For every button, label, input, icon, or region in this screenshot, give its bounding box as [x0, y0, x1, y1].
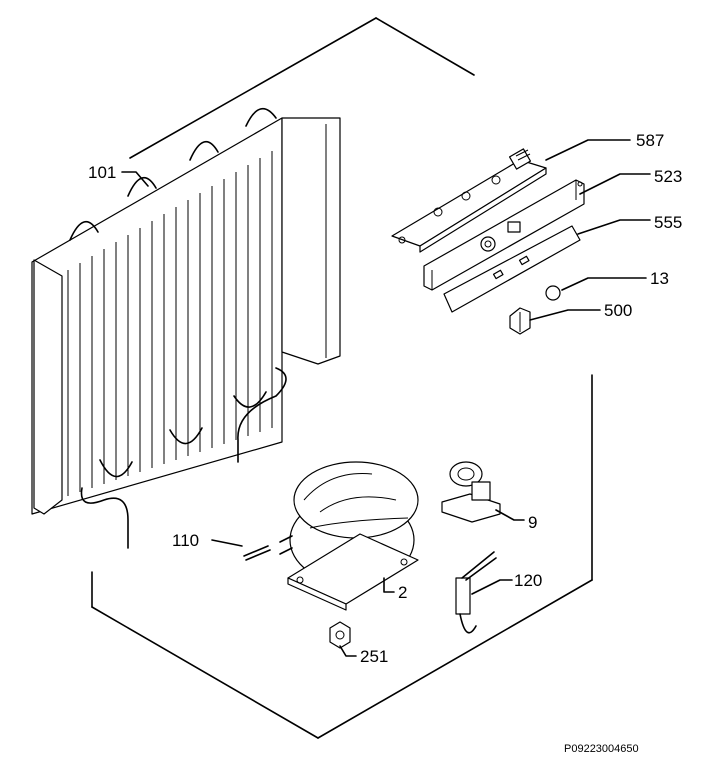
leader-9	[495, 509, 525, 521]
label-587: 587	[636, 131, 664, 150]
condenser-fins	[67, 151, 273, 496]
label-110: 110	[172, 531, 199, 550]
thermostat-bracket-587	[391, 148, 547, 253]
lamp-13	[545, 285, 561, 301]
lamp-holder-500	[509, 307, 531, 335]
leader-500	[529, 309, 601, 321]
label-2: 2	[398, 583, 407, 602]
leader-587	[545, 139, 631, 161]
leader-555	[577, 219, 651, 235]
label-9: 9	[528, 513, 537, 532]
label-13: 13	[650, 269, 669, 288]
label-500: 500	[604, 301, 632, 320]
leader-251	[339, 645, 357, 657]
relay-9	[441, 461, 501, 523]
leader-110	[211, 539, 243, 547]
label-523: 523	[654, 167, 682, 186]
pin-110	[243, 545, 271, 561]
label-555: 555	[654, 213, 682, 232]
leader-2	[383, 577, 395, 593]
thermostat-housing-523	[423, 179, 585, 291]
label-120: 120	[514, 571, 542, 590]
condenser-tubes	[69, 108, 287, 549]
compressor-2	[279, 461, 419, 611]
overload-120	[455, 551, 497, 634]
leader-13	[561, 277, 647, 291]
label-101: 101	[88, 163, 116, 182]
condenser-101	[31, 108, 341, 549]
cabinet-outline	[91, 17, 593, 739]
nut-251	[329, 621, 351, 649]
leader-523	[579, 173, 651, 195]
panel-555	[443, 225, 581, 313]
reference-code: P09223004650	[564, 743, 639, 755]
label-251: 251	[360, 647, 388, 666]
leader-101	[121, 171, 149, 187]
leader-120	[471, 579, 513, 595]
